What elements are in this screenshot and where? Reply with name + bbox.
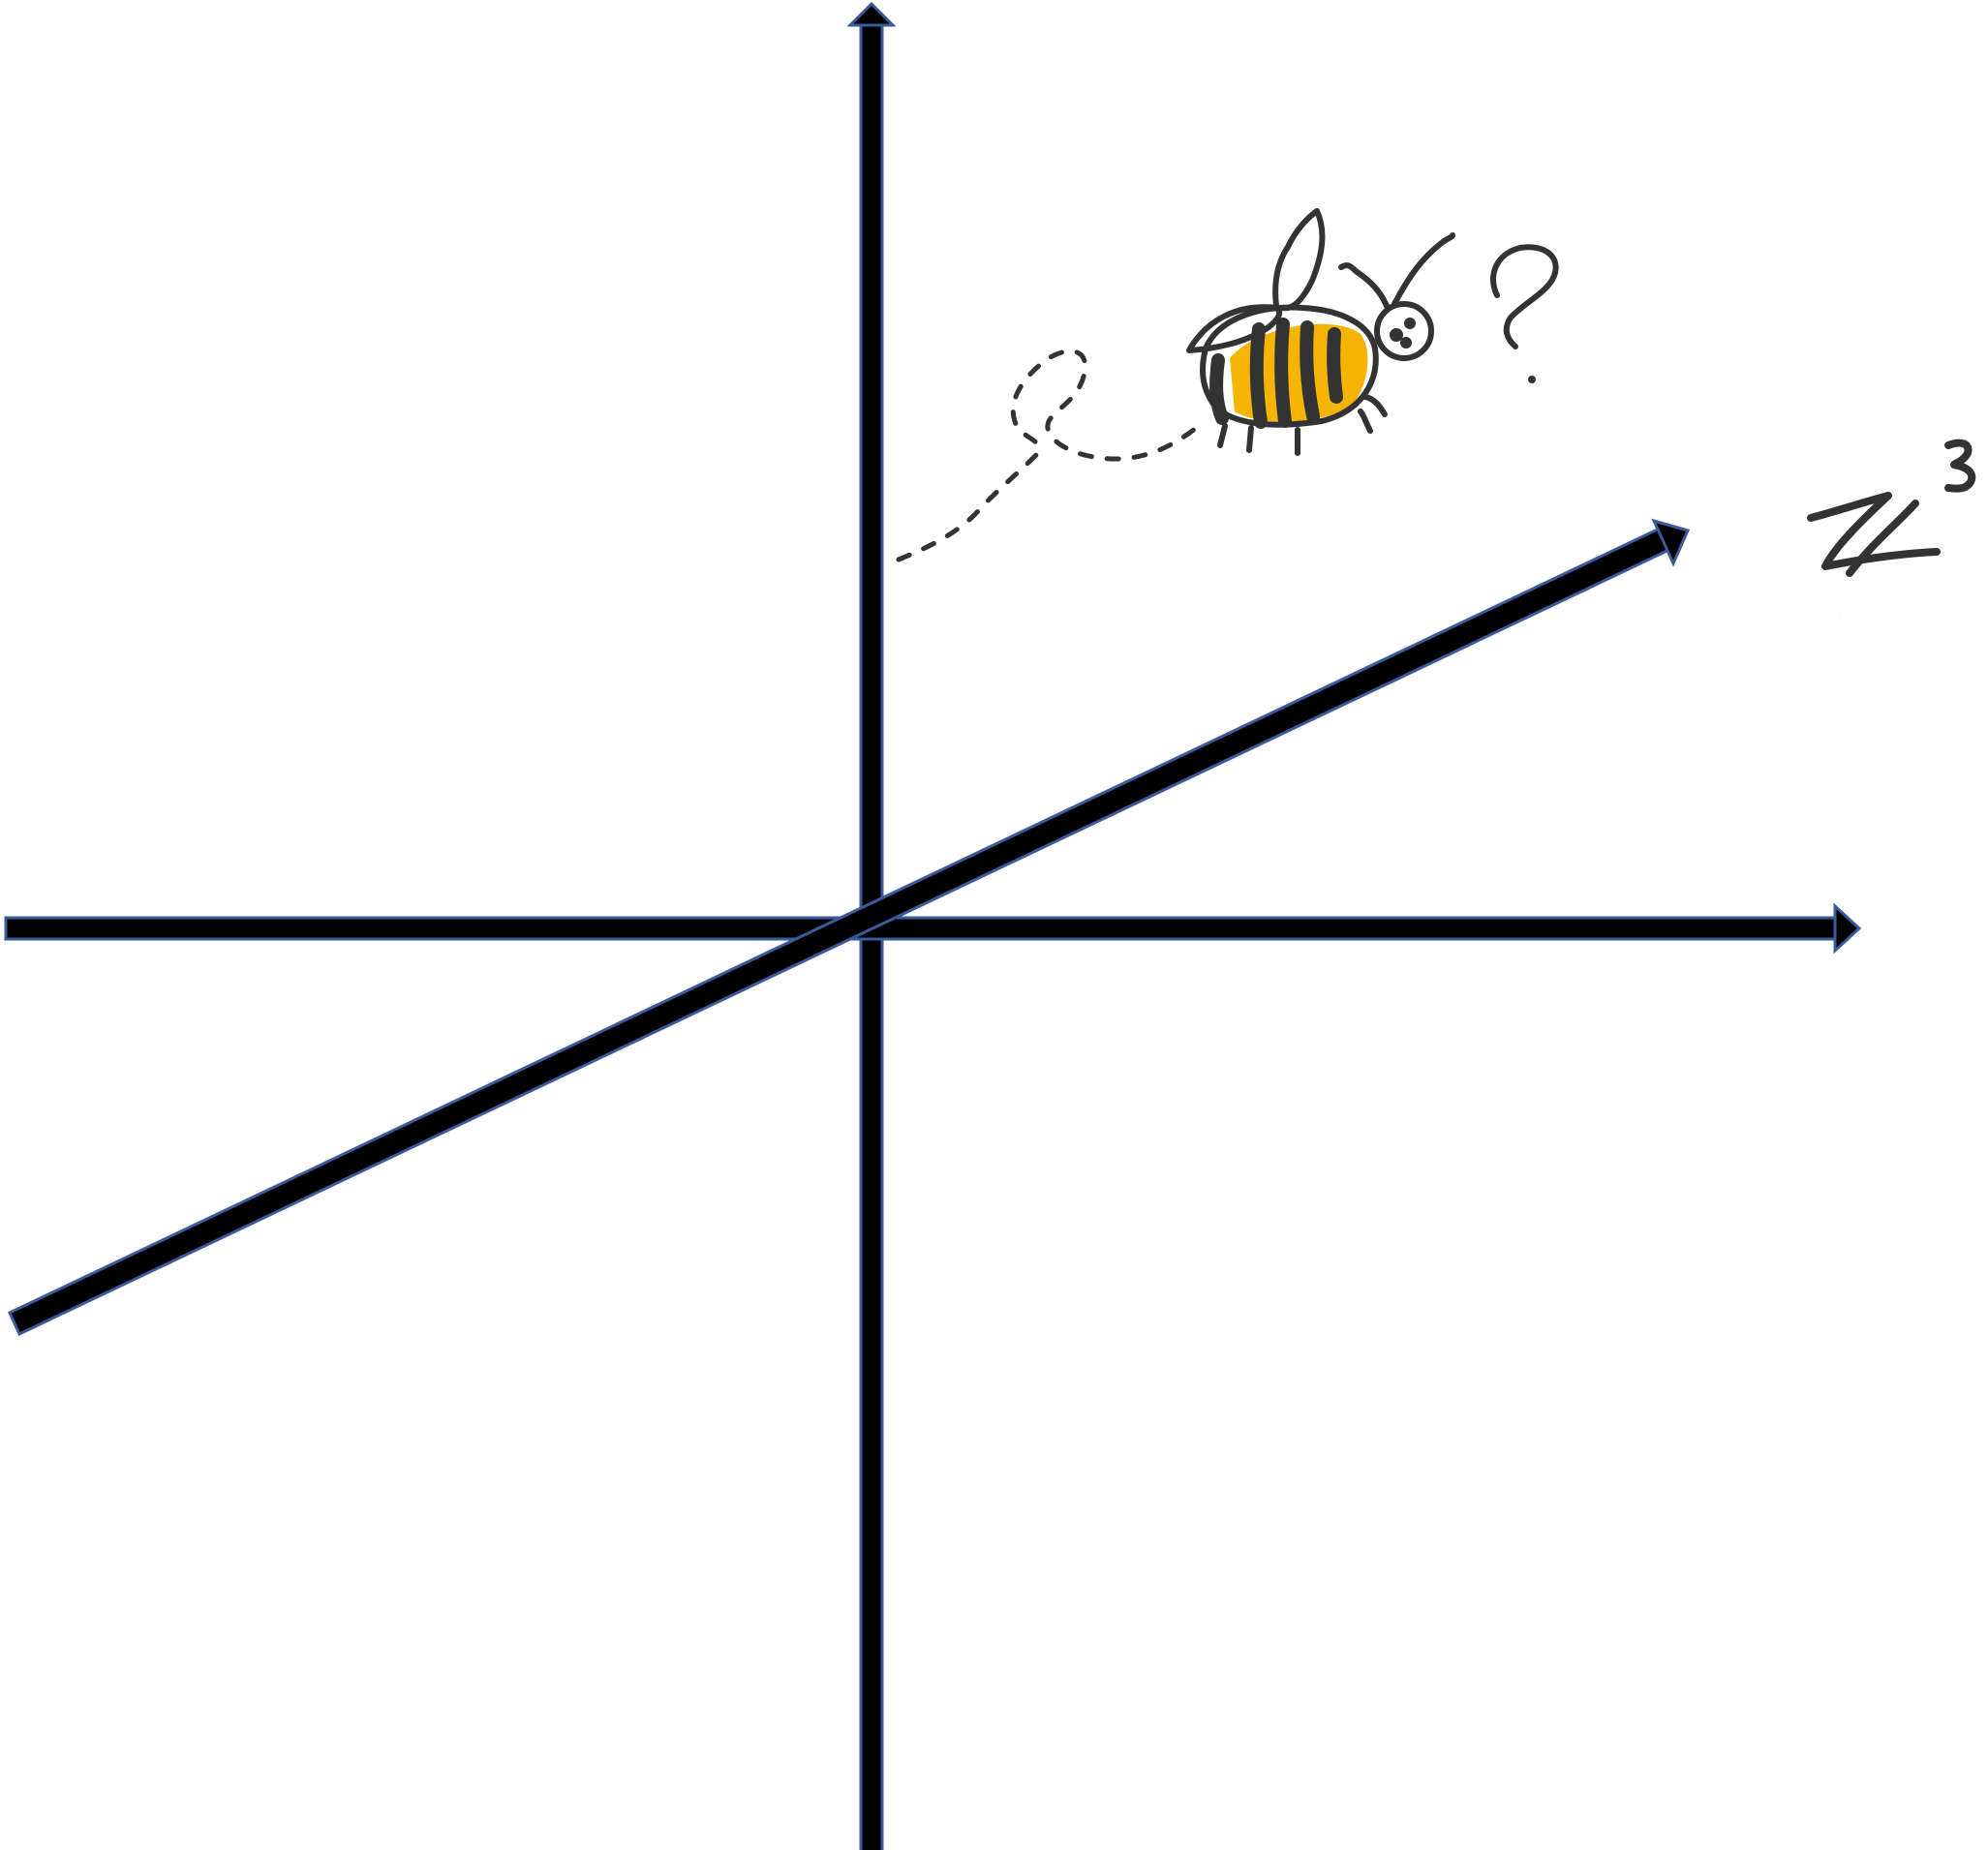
bee-wing-side [1186, 304, 1283, 353]
bee-head [1374, 301, 1434, 361]
depth-axis-arrowhead [1651, 518, 1691, 567]
horizontal-axis-shaft [4, 916, 1840, 941]
bee-eye-right [1404, 318, 1416, 329]
bee-leg-5 [1358, 409, 1373, 434]
question-mark-text: ? [1540, 396, 1545, 409]
horizontal-axis [4, 902, 1862, 955]
vertical-axis-arrowhead [846, 1, 897, 27]
bee-antenna-left [1338, 262, 1390, 309]
question-mark-curve [1490, 244, 1559, 349]
bee-flight-path [896, 349, 1204, 562]
space-label-base: ℤ [1811, 609, 1820, 622]
bee-drawing [1186, 208, 1455, 456]
question-mark-drawing [1490, 244, 1559, 383]
bee-eye-dot [1400, 337, 1412, 349]
question-mark-dot [1528, 376, 1536, 383]
depth-axis [8, 518, 1691, 1337]
bee-wing-upper [1272, 208, 1326, 312]
bee-leg-4 [1362, 394, 1388, 417]
bee-leg-2 [1246, 425, 1254, 453]
space-label-exponent: 3 [1835, 609, 1843, 622]
space-label-drawing [1807, 439, 1976, 577]
bee-leg-1 [1217, 423, 1228, 448]
bee-eye-left [1390, 328, 1403, 342]
bee-stripes [1209, 318, 1343, 429]
horizontal-axis-arrowhead [1833, 902, 1862, 955]
bee-antenna-right [1392, 232, 1455, 307]
